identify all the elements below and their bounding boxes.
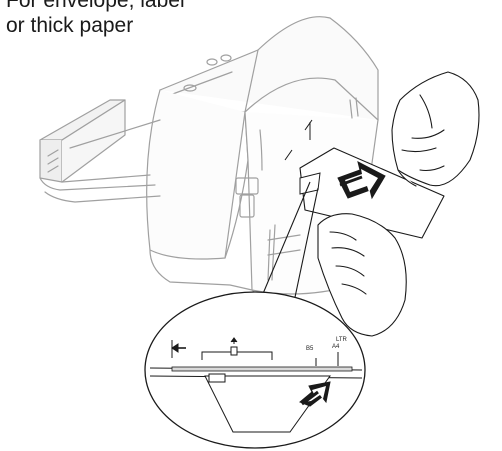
- output-tray: [39, 99, 161, 203]
- insert-direction-arrow: [337, 161, 386, 200]
- size-label-a4: A4: [332, 344, 340, 350]
- hands: [317, 71, 480, 337]
- callout-lines: [261, 181, 319, 303]
- instruction-caption: For envelope, label or thick paper: [6, 0, 185, 38]
- paper-guide: [284, 119, 321, 195]
- size-label-ltr: LTR: [336, 337, 348, 343]
- caption-line-1: For envelope, label: [6, 0, 185, 12]
- size-label-b5: B5: [306, 346, 314, 352]
- detail-magnifier: B5 A4 LTR: [144, 291, 366, 449]
- caption-line-2: or thick paper: [6, 14, 134, 37]
